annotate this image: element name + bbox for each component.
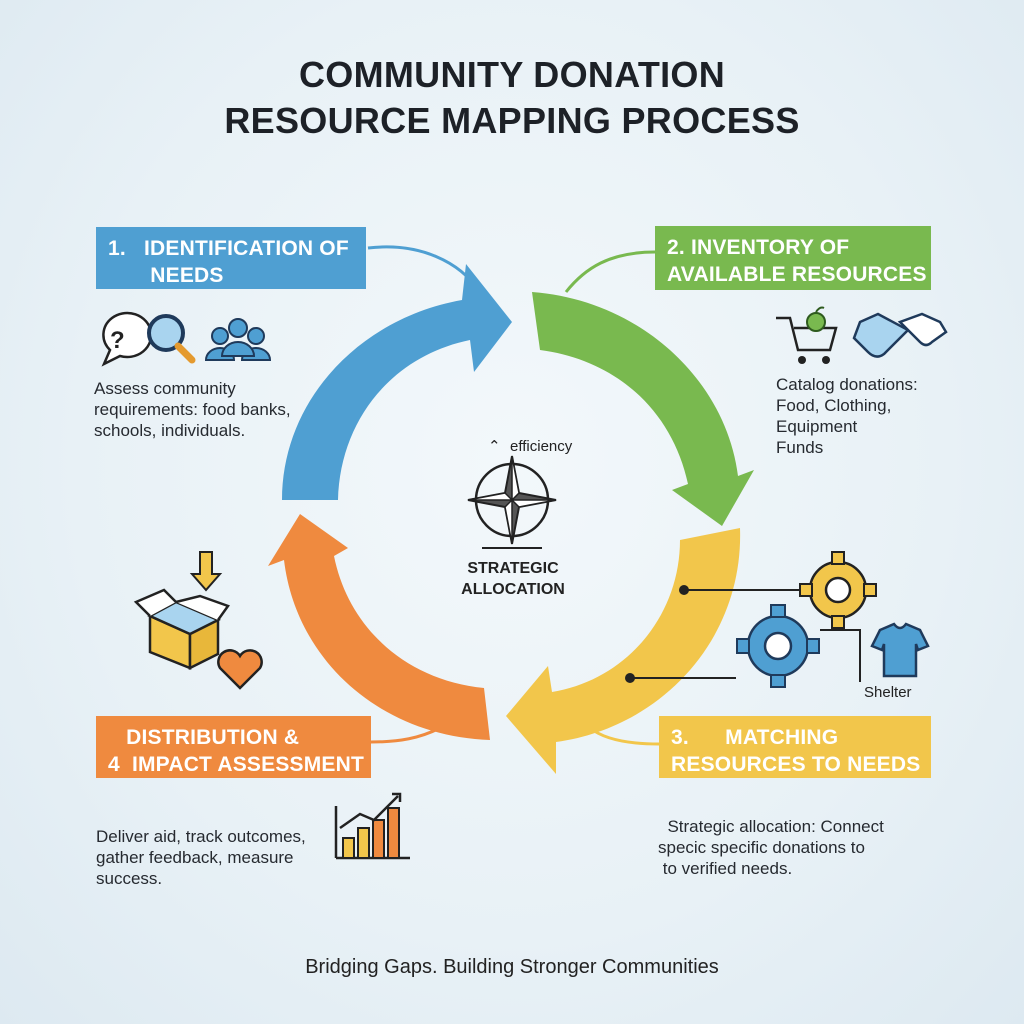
description-line: gather feedback, measure xyxy=(96,848,294,867)
step-4-label: DISTRIBUTION & 4 IMPACT ASSESSMENT xyxy=(96,716,371,778)
center-label: STRATEGIC ALLOCATION xyxy=(428,558,598,600)
connector-line-1 xyxy=(367,245,482,293)
shelter-label: Shelter xyxy=(864,684,912,701)
description-line: Assess community xyxy=(94,379,236,398)
tshirt-icon xyxy=(870,622,930,678)
efficiency-icon: ⌃ xyxy=(488,438,501,455)
description-line: Equipment xyxy=(776,417,858,436)
cycle-arrow-blue xyxy=(282,264,512,500)
description-line: requirements: food banks, xyxy=(94,400,291,419)
step-3-label-line: RESOURCES TO NEEDS xyxy=(671,753,921,776)
cycle-arrow-orange xyxy=(268,514,490,740)
step-1-label: 1. IDENTIFICATION OF NEEDS xyxy=(96,227,366,289)
description-line: Food, Clothing, xyxy=(776,396,892,415)
description-line: to verified needs. xyxy=(658,859,793,878)
handshake-icon xyxy=(852,312,948,358)
description-line: Deliver aid, track outcomes, xyxy=(96,827,306,846)
magnifier-icon xyxy=(147,314,196,364)
step-4-label-line: 4 IMPACT ASSESSMENT xyxy=(108,753,365,776)
title-line-2: RESOURCE MAPPING PROCESS xyxy=(224,100,800,141)
step-2-label-line: 2. INVENTORY OF xyxy=(667,236,850,259)
description-line: specic specific donations to xyxy=(658,838,865,857)
title-line-1: COMMUNITY DONATION xyxy=(298,54,726,95)
step-3-label: 3. MATCHING RESOURCES TO NEEDS xyxy=(659,716,931,778)
step-4-description: Deliver aid, track outcomes, gather feed… xyxy=(96,826,306,889)
heart-icon xyxy=(217,649,263,690)
efficiency-label: efficiency xyxy=(510,438,573,455)
page-title: COMMUNITY DONATION RESOURCE MAPPING PROC… xyxy=(0,52,1024,144)
step-3-description: Strategic allocation: Connect specic spe… xyxy=(658,816,884,879)
step-3-label-line: 3. MATCHING xyxy=(671,726,839,749)
step-2-label: 2. INVENTORY OF AVAILABLE RESOURCES xyxy=(655,226,931,290)
center-label-line: ALLOCATION xyxy=(461,581,565,598)
description-line: Strategic allocation: Connect xyxy=(658,817,884,836)
step-1-description: Assess community requirements: food bank… xyxy=(94,378,291,441)
connector-line-4 xyxy=(370,726,441,744)
bar-chart-growth-icon xyxy=(334,792,410,860)
description-line: schools, individuals. xyxy=(94,421,246,440)
connector-line-2 xyxy=(564,250,656,293)
question-bubble-icon: ? xyxy=(101,311,153,367)
center-label-line: STRATEGIC xyxy=(467,560,559,577)
open-box-arrow-icon xyxy=(133,551,230,671)
svg-text:?: ? xyxy=(110,327,125,354)
cycle-arrow-green xyxy=(532,292,754,526)
description-line: success. xyxy=(96,869,163,888)
step-1-label-line: NEEDS xyxy=(108,264,224,287)
shopping-cart-apple-icon xyxy=(776,306,838,364)
compass-rose-icon xyxy=(467,455,557,549)
step-4-label-line: DISTRIBUTION & xyxy=(108,726,300,749)
people-group-icon xyxy=(204,318,272,361)
step-2-label-line: AVAILABLE RESOURCES xyxy=(667,263,927,286)
step-2-description: Catalog donations: Food, Clothing, Equip… xyxy=(776,374,918,458)
gears-icon xyxy=(736,551,877,688)
description-line: Catalog donations: xyxy=(776,375,918,394)
footer-tagline: Bridging Gaps. Building Stronger Communi… xyxy=(305,956,719,978)
description-line: Funds xyxy=(776,438,824,457)
step-1-label-line: 1. IDENTIFICATION OF xyxy=(108,237,349,260)
